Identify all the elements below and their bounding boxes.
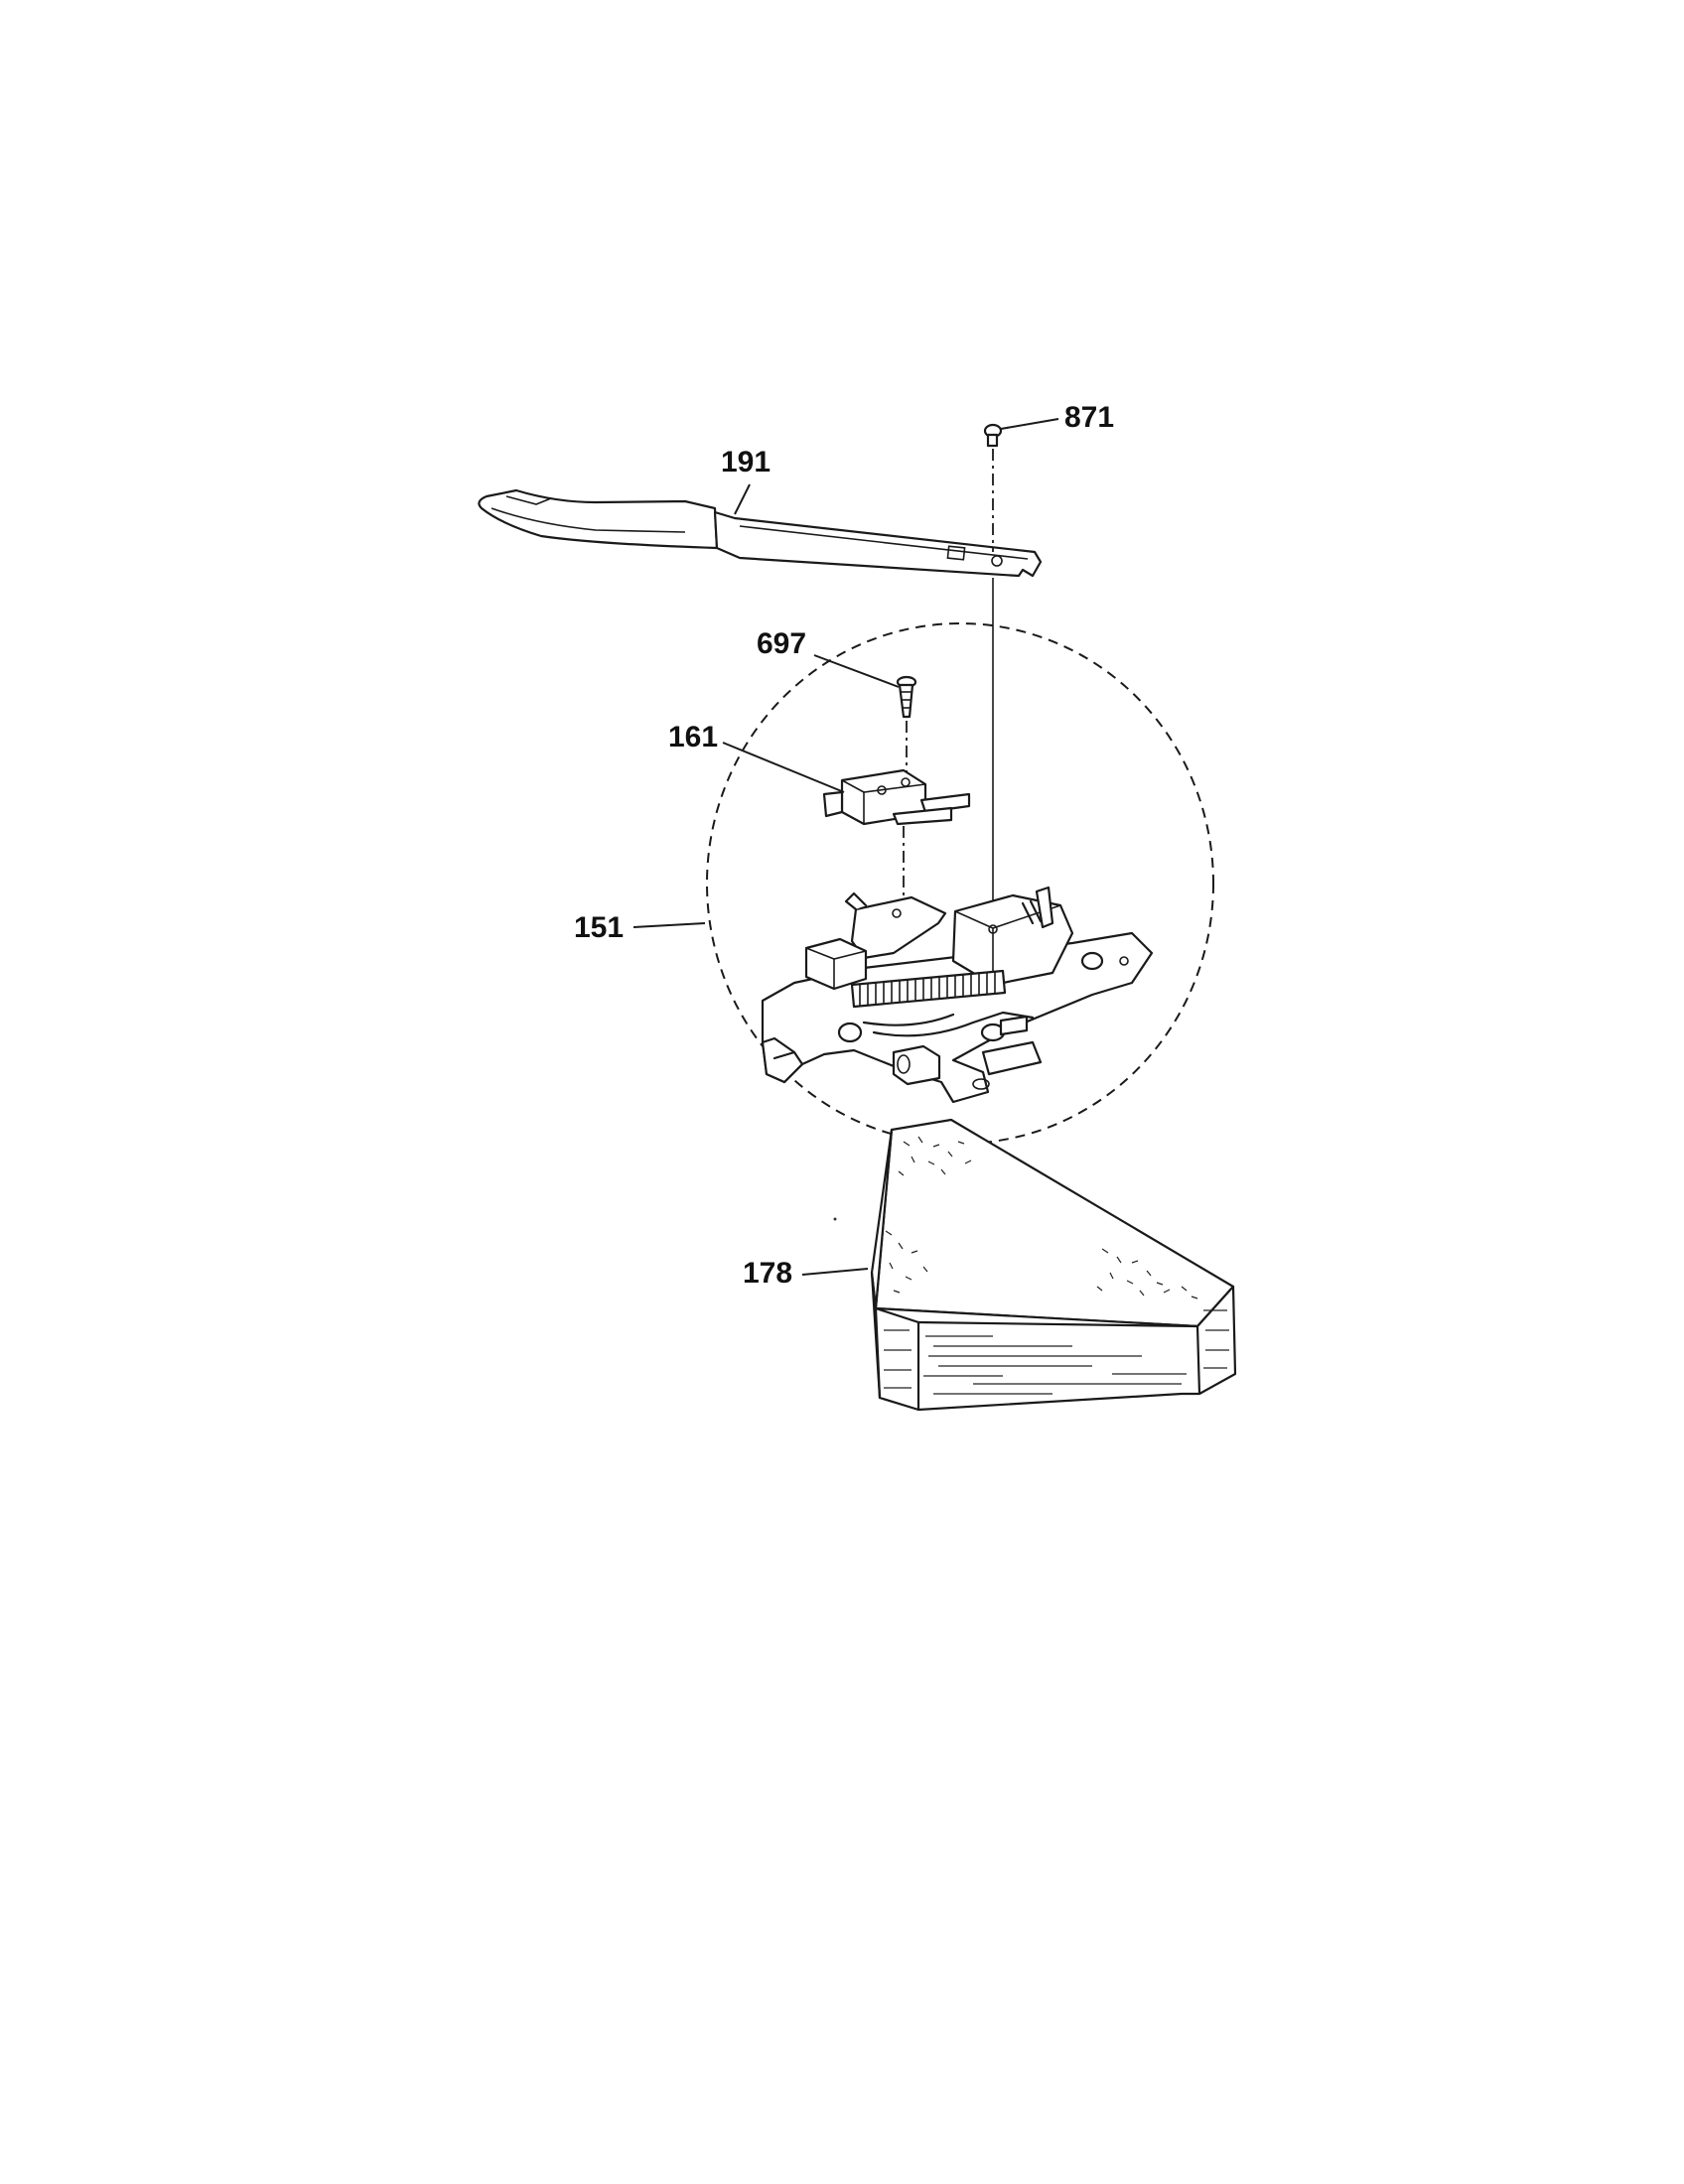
part-161-switch[interactable] bbox=[822, 768, 971, 826]
part-151-latch-assembly[interactable] bbox=[761, 886, 1154, 1104]
leader-151 bbox=[632, 922, 706, 928]
callout-191[interactable]: 191 bbox=[721, 446, 771, 478]
part-871-screw[interactable] bbox=[983, 423, 1003, 448]
assembly-boundary-151 bbox=[706, 622, 1214, 1145]
leader-871 bbox=[1000, 418, 1059, 430]
leader-697 bbox=[813, 654, 900, 688]
part-697-screw[interactable] bbox=[896, 675, 917, 719]
leader-178 bbox=[801, 1268, 869, 1276]
spring bbox=[850, 969, 1007, 1009]
callout-161[interactable]: 161 bbox=[668, 721, 718, 753]
stray-dot bbox=[833, 1217, 837, 1221]
texture-lines bbox=[884, 1309, 1229, 1395]
callout-871[interactable]: 871 bbox=[1064, 401, 1114, 434]
leader-161 bbox=[722, 742, 845, 793]
leader-191 bbox=[734, 483, 751, 515]
part-191-latch-handle[interactable] bbox=[478, 488, 1043, 578]
callout-697[interactable]: 697 bbox=[757, 627, 806, 660]
callout-178[interactable]: 178 bbox=[743, 1257, 792, 1290]
callout-151[interactable]: 151 bbox=[574, 911, 624, 944]
part-178-insulation[interactable] bbox=[870, 1118, 1237, 1412]
texture-specks bbox=[885, 1136, 1198, 1299]
